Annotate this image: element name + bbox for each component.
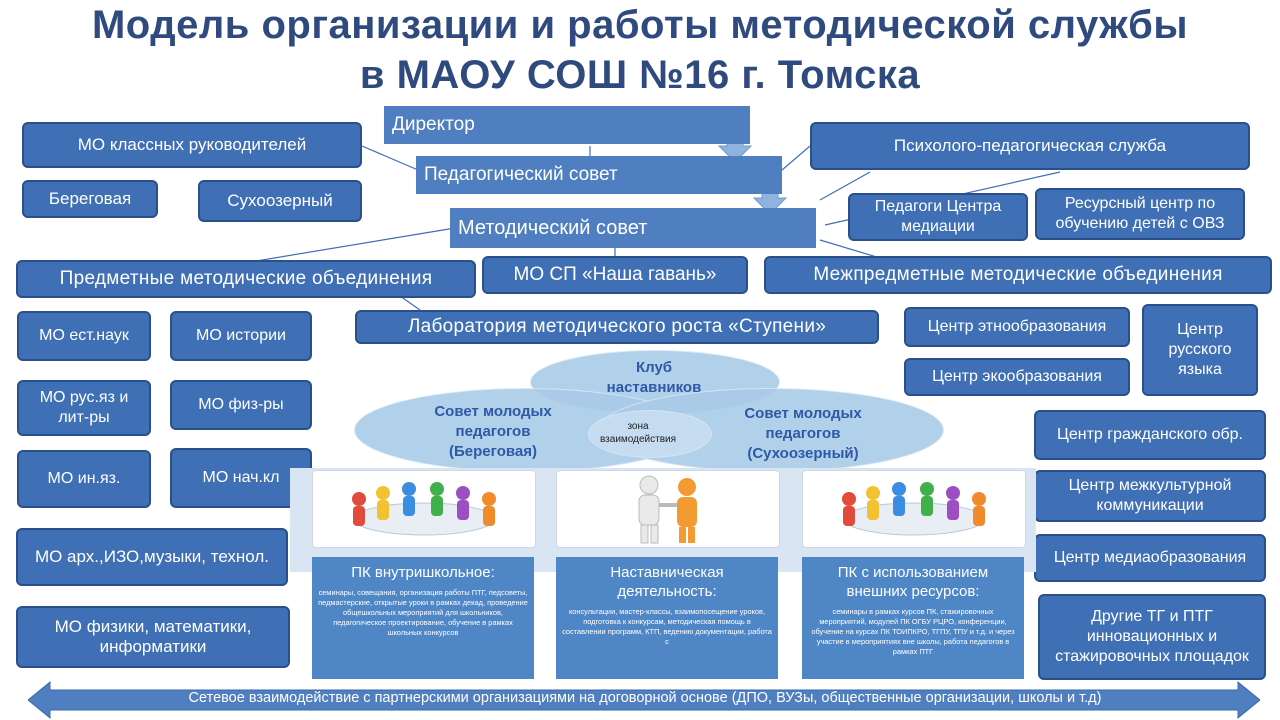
center-item-box: Центр русского языка (1142, 304, 1258, 396)
mo-item-label: МО нач.кл (202, 469, 280, 486)
mo-item-label: МО физики, математики, информатики (54, 617, 252, 656)
sukhoozerny-box: Сухоозерный (198, 180, 362, 222)
panel-body: консультации, мастер-классы, взаимопосещ… (562, 607, 772, 646)
center-item-box: Центр межкультурной коммуникации (1034, 470, 1266, 522)
mo-item-box: МО физ-ры (170, 380, 312, 430)
center-item-box: Центр этнообразования (904, 307, 1130, 347)
mentoring-illustration (556, 470, 780, 548)
psy-label: Психолого-педагогическая служба (893, 136, 1167, 155)
mentoring-panel: Наставническая деятельность: консультаци… (556, 557, 778, 679)
young-right-label: Совет молодых педагогов (Сухоозерный) (744, 405, 862, 462)
mo-item-box: МО рус.яз и лит-ры (17, 380, 151, 436)
center-item-label: Центр межкультурной коммуникации (1068, 477, 1232, 514)
center-item-label: Центр русского языка (1168, 321, 1232, 378)
center-item-label: Центр этнообразования (927, 318, 1107, 335)
mo-item-box: МО физики, математики, информатики (16, 606, 290, 668)
panel-body: семинары в рамках курсов ПК, стажировочн… (811, 607, 1015, 656)
director-label: Директор (392, 114, 475, 135)
mo-item-box: МО арх.,ИЗО,музыки, технол. (16, 528, 288, 586)
center-item-box: Центр гражданского обр. (1034, 410, 1266, 460)
lab-label: Лаборатория методического роста «Ступени… (407, 316, 827, 337)
people-table-icon (352, 482, 496, 536)
page-title-line1: Модель организации и работы методической… (91, 3, 1189, 47)
mo-item-box: МО истории (170, 311, 312, 361)
page-title-line2: в МАОУ СОШ №16 г. Томска (359, 53, 921, 97)
method-council-label: Методический совет (458, 216, 648, 239)
panel-body: семинары, совещания, организация работы … (318, 588, 528, 637)
center-item-label: Центр гражданского обр. (1057, 426, 1243, 443)
beregovaya-box: Береговая (22, 180, 158, 218)
team-illustration-left (312, 470, 536, 548)
panel-heading: ПК внутришкольное: (351, 564, 495, 581)
subject-mo-label: Предметные методические объединения (59, 268, 433, 289)
people-table-icon (842, 482, 986, 536)
panel-heading: ПК с использованием внешних ресурсов: (837, 564, 989, 600)
club-label: Клуб наставников (606, 359, 702, 396)
mo-item-label: МО истории (196, 327, 286, 344)
inter-mo-label: Межпредметные методические объединения (813, 264, 1223, 285)
panel-heading: Наставническая деятельность: (610, 564, 724, 600)
resource-box: Ресурсный центр по обучению детей с ОВЗ (1035, 188, 1245, 240)
zone-label: зона взаимодействия (599, 421, 677, 445)
ped-council-label: Педагогический совет (424, 164, 618, 185)
young-left-label: Совет молодых педагогов (Береговая) (434, 403, 552, 460)
center-item-box: Другие ТГ и ПТГ инновационных и стажиров… (1038, 594, 1266, 680)
mo-class-label: МО классных руководителей (77, 135, 307, 154)
resource-label: Ресурсный центр по обучению детей с ОВЗ (1055, 195, 1225, 232)
mo-item-box: МО ин.яз. (17, 450, 151, 508)
mo-item-box: МО ест.наук (17, 311, 151, 361)
center-item-box: Центр медиаобразования (1034, 534, 1266, 582)
beregovaya-label: Береговая (48, 189, 132, 208)
mo-sp-box: МО СП «Наша гавань» (482, 256, 748, 294)
sukhoozerny-label: Сухоозерный (227, 191, 333, 210)
mo-item-label: МО ин.яз. (47, 470, 121, 487)
subject-mo-box: Предметные методические объединения (16, 260, 476, 298)
center-item-box: Центр экообразования (904, 358, 1130, 396)
pk-external-panel: ПК с использованием внешних ресурсов: се… (802, 557, 1024, 679)
mo-item-label: МО ест.наук (39, 327, 129, 344)
mentor-people-icon (638, 475, 697, 544)
center-item-label: Другие ТГ и ПТГ инновационных и стажиров… (1055, 608, 1249, 665)
mo-sp-label: МО СП «Наша гавань» (513, 264, 717, 285)
center-item-label: Центр экообразования (932, 368, 1102, 385)
mo-item-label: МО физ-ры (198, 396, 284, 413)
inter-mo-box: Межпредметные методические объединения (764, 256, 1272, 294)
director-box: Директор (384, 106, 750, 144)
mediation-label: Педагоги Центра медиации (874, 198, 1002, 235)
mo-item-box: МО нач.кл (170, 448, 312, 508)
network-footer-label: Сетевое взаимодействие с партнерскими ор… (188, 690, 1102, 706)
zone-ellipse (588, 410, 712, 458)
ped-council-box: Педагогический совет (416, 156, 782, 194)
double-arrow-icon (28, 680, 1260, 720)
team-illustration-right (802, 470, 1026, 548)
pk-internal-panel: ПК внутришкольное: семинары, совещания, … (312, 557, 534, 679)
mo-item-label: МО арх.,ИЗО,музыки, технол. (34, 547, 270, 566)
method-council-box: Методический совет (450, 208, 816, 248)
lab-box: Лаборатория методического роста «Ступени… (355, 310, 879, 344)
mo-class-box: МО классных руководителей (22, 122, 362, 168)
center-item-label: Центр медиаобразования (1053, 549, 1247, 566)
psy-box: Психолого-педагогическая служба (810, 122, 1250, 170)
mo-item-label: МО рус.яз и лит-ры (39, 389, 129, 426)
mediation-box: Педагоги Центра медиации (848, 193, 1028, 241)
